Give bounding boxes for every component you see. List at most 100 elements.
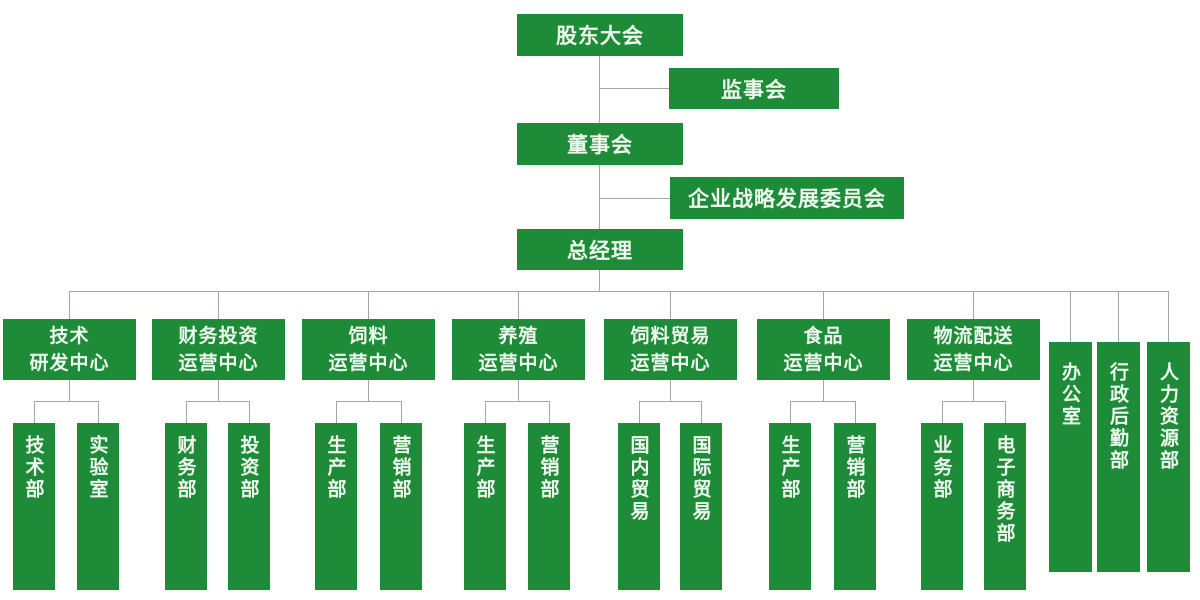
connector-t [1005,401,1006,423]
node-supervisory-board: 监事会 [669,68,839,109]
node-dept-investment: 投资部 [228,423,270,590]
connector-t [518,380,519,401]
connector-t [485,401,486,423]
node-dept-ecommerce: 电子商务部 [984,423,1026,590]
connector-t [485,401,549,402]
node-dept-tech: 技术部 [13,423,55,590]
connector-drop-center [218,291,219,319]
node-label: 投资部 [237,435,260,501]
node-label: 董事会 [567,133,633,157]
node-dept-laboratory: 实验室 [77,423,119,590]
node-label-line2: 运营中心 [478,351,559,374]
connector-t [790,401,855,402]
node-label: 股东大会 [556,24,644,48]
node-label: 生产部 [778,435,801,501]
connector-drop-center [518,291,519,319]
node-label: 生产部 [324,435,347,501]
node-center-breeding: 养殖 运营中心 [452,319,585,380]
connector-branch-supervisory [599,88,670,89]
node-label: 总经理 [567,238,633,263]
node-label-line2: 运营中心 [783,351,864,374]
connector-t [401,401,402,423]
connector-t [249,401,250,423]
connector-drop-center [973,291,974,319]
node-dept-marketing-breeding: 营销部 [528,423,570,590]
node-dept-production-breeding: 生产部 [464,423,506,590]
node-dept-business: 业务部 [921,423,963,590]
node-center-logistics: 物流配送 运营中心 [907,319,1040,380]
connector-t [98,401,99,423]
node-label: 营销部 [389,435,412,501]
node-shareholders-meeting: 股东大会 [517,14,683,56]
node-label: 电子商务部 [993,435,1016,545]
connector-gm-drop [599,270,600,291]
node-label-line1: 物流配送 [933,324,1014,347]
node-board-of-directors: 董事会 [517,123,683,165]
node-dept-production-feed: 生产部 [315,423,357,590]
connector-drop-staff [1168,291,1169,342]
node-label: 营销部 [843,435,866,501]
node-center-feed: 饲料 运营中心 [302,319,435,380]
connector-t [701,401,702,423]
node-dept-finance: 财务部 [165,423,207,590]
connector-drop-staff [1070,291,1071,342]
node-center-tech-rd: 技术 研发中心 [3,319,136,380]
node-center-food: 食品 运营中心 [757,319,890,380]
connector-t [670,380,671,401]
connector-t [186,401,187,423]
connector-main-rail [69,291,1169,292]
node-office: 办公室 [1049,342,1092,572]
connector-t [790,401,791,423]
node-label-line1: 技术 [49,324,90,347]
node-label: 技术部 [22,435,45,501]
connector-branch-strategy [599,198,670,199]
connector-t [69,380,70,401]
node-label-line1: 养殖 [498,324,539,347]
node-label-line1: 饲料贸易 [630,324,711,347]
node-label: 生产部 [473,435,496,501]
connector-t [368,380,369,401]
node-dept-international-trade: 国际贸易 [680,423,722,590]
connector-t [218,380,219,401]
node-dept-marketing-food: 营销部 [834,423,876,590]
connector-t [186,401,249,402]
node-admin-logistics-dept: 行政后勤部 [1097,342,1140,572]
connector-t [34,401,98,402]
connector-t [823,380,824,401]
node-center-finance-investment: 财务投资 运营中心 [152,319,285,380]
node-label: 办公室 [1059,362,1081,428]
node-label-line1: 食品 [803,324,844,347]
node-dept-production-food: 生产部 [769,423,811,590]
node-label: 监事会 [721,77,787,102]
node-dept-domestic-trade: 国内贸易 [618,423,660,590]
node-label: 国际贸易 [689,435,712,523]
node-label-line2: 运营中心 [933,351,1014,374]
node-label-line2: 研发中心 [29,351,110,374]
node-label: 行政后勤部 [1107,362,1129,472]
connector-drop-center [69,291,70,319]
node-strategy-committee: 企业战略发展委员会 [670,177,904,219]
node-label: 国内贸易 [627,435,650,523]
connector-t [973,380,974,401]
node-label: 人力资源部 [1157,362,1179,472]
node-label: 财务部 [174,435,197,501]
connector-t [336,401,401,402]
connector-drop-center [670,291,671,319]
node-label-line2: 运营中心 [178,351,259,374]
node-label: 企业战略发展委员会 [688,187,886,211]
node-label: 实验室 [86,435,109,501]
connector-t [942,401,943,423]
node-dept-marketing-feed: 营销部 [380,423,422,590]
connector-drop-staff [1118,291,1119,342]
node-label-line1: 财务投资 [178,324,259,347]
node-label-line2: 运营中心 [630,351,711,374]
node-general-manager: 总经理 [517,229,683,270]
connector-t [639,401,640,423]
connector-t [639,401,701,402]
connector-t [34,401,35,423]
node-label: 营销部 [537,435,560,501]
connector-t [549,401,550,423]
node-label-line2: 运营中心 [328,351,409,374]
connector-t [855,401,856,423]
